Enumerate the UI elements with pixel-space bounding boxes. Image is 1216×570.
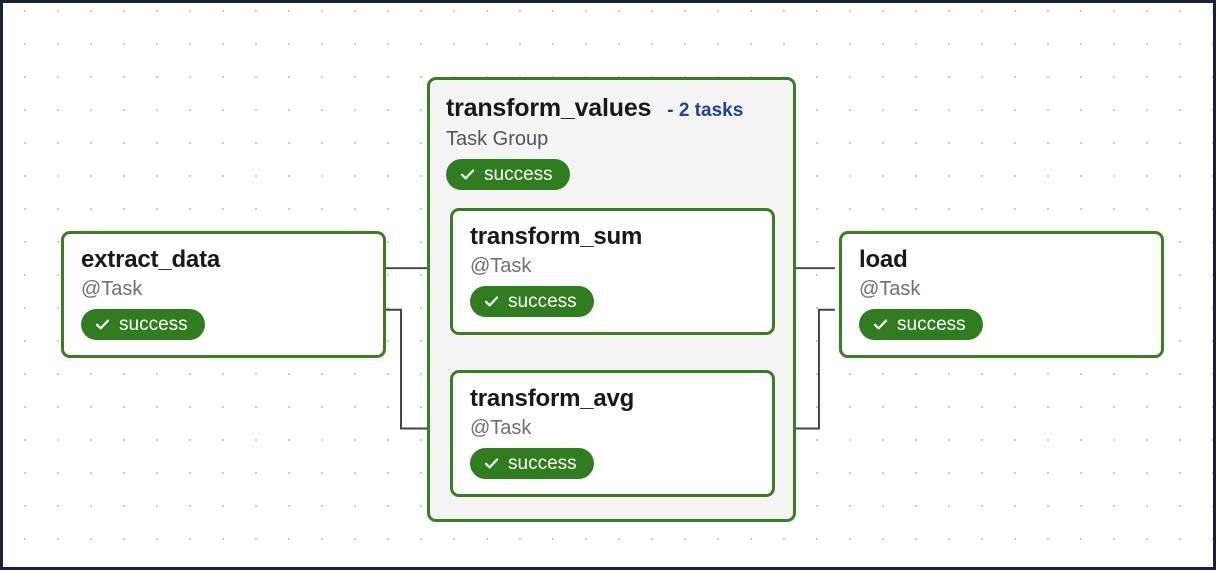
check-icon xyxy=(460,169,475,180)
node-transform-avg-type: @Task xyxy=(470,416,532,439)
node-extract-data-title: extract_data xyxy=(81,246,221,273)
check-icon xyxy=(873,319,888,330)
task-group-status-badge: success xyxy=(446,159,570,190)
check-icon xyxy=(95,319,110,330)
task-group-header: transform_values - 2 tasks Task Group su… xyxy=(430,80,793,190)
check-icon xyxy=(484,296,499,307)
check-icon xyxy=(484,458,499,469)
node-extract-data[interactable]: extract_data @Task success xyxy=(61,231,386,358)
node-extract-data-type: @Task xyxy=(81,277,143,300)
task-group-tasks-link[interactable]: - 2 tasks xyxy=(667,100,744,121)
task-group-title: transform_values xyxy=(446,94,652,122)
node-transform-sum-title: transform_sum xyxy=(470,223,643,250)
node-transform-avg-status-badge: success xyxy=(470,447,594,479)
node-transform-avg-status-label: success xyxy=(508,452,577,474)
node-transform-sum-status-label: success xyxy=(508,290,577,312)
node-transform-sum-status-badge: success xyxy=(470,285,594,317)
node-transform-sum[interactable]: transform_sum @Task success xyxy=(450,208,775,335)
node-transform-sum-type: @Task xyxy=(470,254,532,277)
node-load[interactable]: load @Task success xyxy=(839,231,1164,358)
node-load-status-badge: success xyxy=(859,308,983,340)
node-load-status-label: success xyxy=(897,313,966,335)
task-group-type-label: Task Group xyxy=(446,128,549,150)
node-extract-data-status-label: success xyxy=(119,313,188,335)
node-transform-avg-title: transform_avg xyxy=(470,385,635,412)
node-load-title: load xyxy=(859,246,908,273)
node-load-type: @Task xyxy=(859,277,921,300)
task-group-title-row: transform_values - 2 tasks xyxy=(446,94,777,123)
task-group-status-label: success xyxy=(484,164,553,185)
node-extract-data-status-badge: success xyxy=(81,308,205,340)
node-transform-avg[interactable]: transform_avg @Task success xyxy=(450,370,775,497)
